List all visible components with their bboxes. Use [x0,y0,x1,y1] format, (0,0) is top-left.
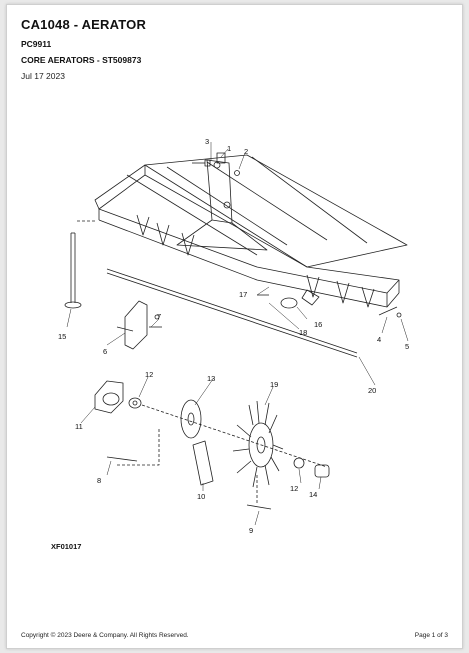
callout-13: 13 [207,374,215,383]
callout-10: 10 [197,492,205,501]
disc-13 [180,399,202,439]
callout-16: 16 [314,320,322,329]
document-page: CA1048 - AERATOR PC9911 CORE AERATORS - … [6,4,463,649]
callout-4: 4 [377,335,381,344]
callout-7: 7 [157,312,161,321]
page-subtitle: CORE AERATORS - ST509873 [21,55,142,65]
callout-14: 14 [309,490,317,499]
callout-19: 19 [270,380,278,389]
bracket-6 [124,300,148,350]
frame-top-rail [144,154,408,268]
long-shaft [106,268,358,358]
callout-12: 12 [145,370,153,379]
callout-18: 18 [299,328,307,337]
exploded-parts-diagram: 3 1 2 17 16 18 15 6 7 4 5 20 11 12 13 19… [58,137,409,535]
callout-15: 15 [58,332,66,341]
copyright-notice: Copyright © 2023 Deere & Company. All Ri… [21,632,189,639]
figure-code: XF01017 [51,542,82,551]
frame-front-rail [94,164,146,210]
page-title: CA1048 - AERATOR [21,17,147,32]
callout-12b: 12 [290,484,298,493]
hitch-bracket [206,159,233,224]
callout-17: 17 [239,290,247,299]
callout-5: 5 [405,342,409,351]
frame-lower-front [98,174,400,294]
callout-11: 11 [75,422,83,431]
callout-1: 1 [227,144,231,153]
bearing-11 [94,380,124,414]
page-number: Page 1 of 3 [414,632,448,639]
page-date: Jul 17 2023 [21,71,65,81]
callout-6: 6 [103,347,107,356]
callout-8: 8 [97,476,101,485]
callout-20: 20 [368,386,376,395]
stand-leg [70,233,76,303]
pc-code: PC9911 [21,39,52,49]
frame-bottom-edge [98,219,400,308]
callout-9: 9 [249,526,253,535]
callout-2: 2 [244,147,248,156]
callout-3: 3 [205,137,209,146]
